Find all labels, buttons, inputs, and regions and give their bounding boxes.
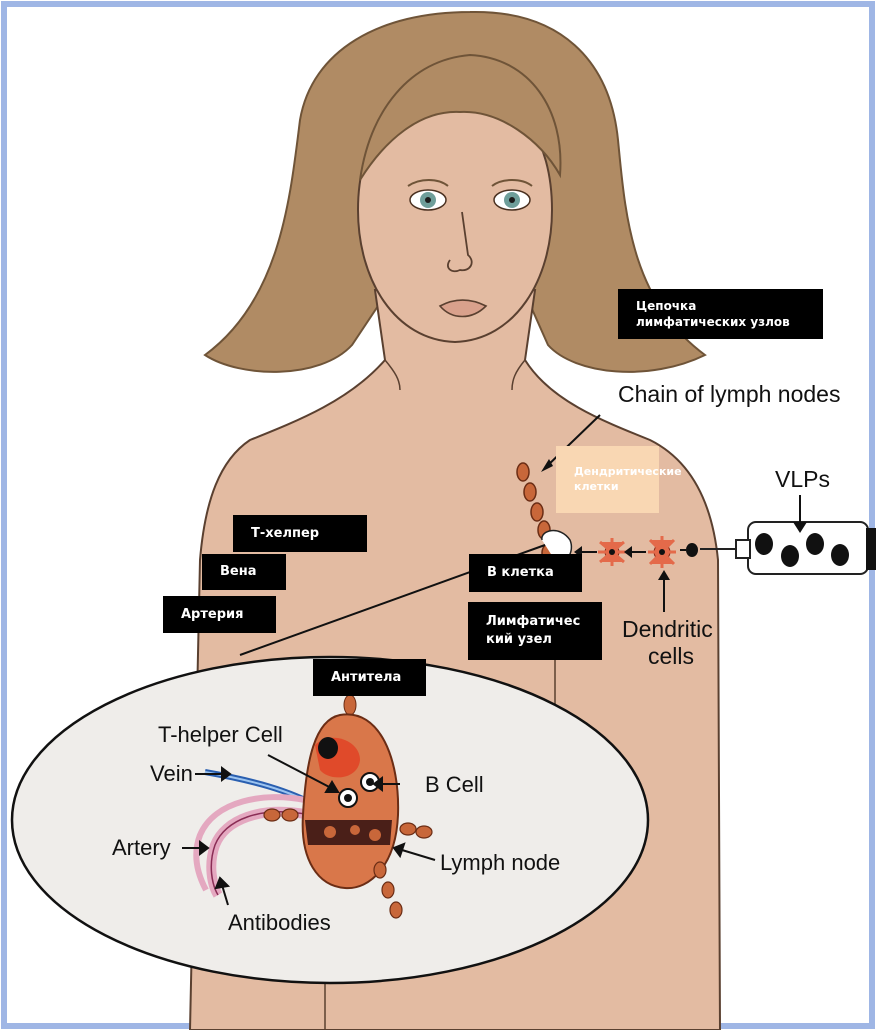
label-t-helper-cell: T-helper Cell bbox=[158, 724, 283, 746]
label-dendritic-line1: Dendritic bbox=[622, 618, 713, 641]
ru-box-artery: Артерия bbox=[163, 596, 276, 633]
ru-box-antibodies: Антитела bbox=[313, 659, 426, 696]
ru-box-t-helper: Т-хелпер bbox=[233, 515, 367, 552]
ru-box-chain: Цепочка лимфатических узлов bbox=[618, 289, 823, 339]
vlp-syringe bbox=[700, 522, 876, 574]
ru-box-dendritic: Дендритические клетки bbox=[556, 446, 659, 513]
label-dendritic-line2: cells bbox=[648, 645, 694, 668]
ru-box-vein: Вена bbox=[202, 554, 286, 590]
label-vein: Vein bbox=[150, 763, 193, 785]
label-vlps: VLPs bbox=[775, 468, 830, 491]
label-b-cell: B Cell bbox=[425, 774, 484, 796]
label-antibodies: Antibodies bbox=[228, 912, 331, 934]
ru-box-b-cell: В клетка bbox=[469, 554, 582, 592]
label-lymph-node: Lymph node bbox=[440, 852, 560, 874]
ru-box-lymph-node: Лимфатический узел bbox=[468, 602, 602, 660]
label-chain-of-lymph-nodes: Chain of lymph nodes bbox=[618, 383, 840, 406]
label-artery: Artery bbox=[112, 837, 171, 859]
